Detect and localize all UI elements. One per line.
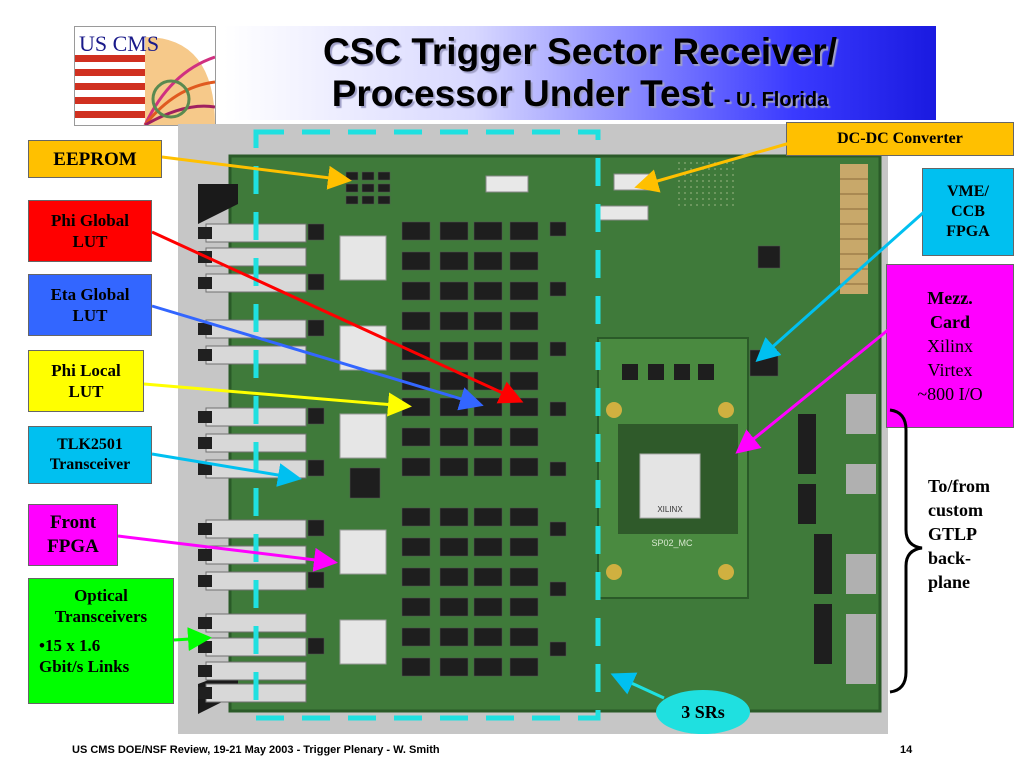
callout-srs-text: 3 SRs [681,701,725,722]
arrow-eta-global [151,304,484,411]
callout-vme-line2: CCB [951,203,985,220]
slide-title-line-1: CSC Trigger Sector Receiver/ [322,31,838,72]
callout-mezz-card: Mezz. Card Xilinx Virtex ~800 I/O [886,264,1014,428]
slide-title-main: Processor Under Test [331,73,714,114]
footer-text: US CMS DOE/NSF Review, 19-21 May 2003 - … [72,744,440,756]
board-photo: XILINX SP02_MC [178,124,888,734]
callout-3-srs: 3 SRs [656,690,750,734]
callout-phi-local-line2: LUT [68,382,104,401]
callout-mezz-line2: Card [930,312,970,332]
gtlp-brace [889,408,923,694]
title-banner: CSC Trigger Sector Receiver/ Processor U… [224,26,936,120]
gtlp-line5: plane [928,572,971,592]
arrow-front-fpga [117,534,338,572]
us-cms-logo-graphic: US CMS [75,27,215,125]
callout-tlk-line2: Transceiver [49,456,131,473]
callout-eta-global-lut: Eta Global LUT [28,274,152,336]
slide-title-suffix: - U. Florida [723,89,829,111]
callout-dcdc-text: DC-DC Converter [837,130,963,147]
callout-links-line2: Gbit/s Links [39,657,130,676]
callout-vme-ccb-fpga: VME/ CCB FPGA [922,168,1014,256]
callout-front-line1: Front [49,512,97,533]
gtlp-line4: back- [928,548,972,568]
us-cms-logo: US CMS [74,26,216,126]
arrow-eeprom [161,155,352,190]
arrow-phi-local [143,382,412,417]
gtlp-backplane-label: To/from custom GTLP back- plane [928,474,1024,594]
callout-eeprom: EEPROM [28,140,162,178]
callout-mezz-line1: Mezz. [927,288,973,308]
callout-front-fpga: Front FPGA [28,504,118,566]
callout-tlk-line1: TLK2501 [57,436,123,453]
board-photo-graphic: XILINX SP02_MC [178,124,888,734]
gtlp-line1: To/from [928,476,991,496]
arrow-phi-global [151,230,524,404]
callout-front-line2: FPGA [47,536,99,557]
callout-eta-global-line2: LUT [72,306,108,325]
arrow-dcdc [634,141,791,193]
gtlp-line3: GTLP [928,524,978,544]
gtlp-line2: custom [928,500,983,520]
slide-title-line-2: Processor Under Test - U. Florida [224,74,936,120]
callout-optical-line2: Transceivers [54,607,148,626]
callout-phi-global-line1: Phi Global [51,211,129,230]
mezz-card-label: SP02_MC [651,538,693,548]
arrow-vme [755,210,925,362]
arrow-mezz [735,328,889,454]
callout-optical-line1: Optical [74,586,128,605]
callout-mezz-line3: Xilinx [926,336,973,356]
callout-phi-local-line1: Phi Local [51,361,121,380]
callout-phi-global-lut: Phi Global LUT [28,200,152,262]
arrow-optical [173,627,212,652]
callout-eta-global-line1: Eta Global [50,285,130,304]
callout-vme-line3: FPGA [946,223,990,240]
callout-phi-local-lut: Phi Local LUT [28,350,144,412]
svg-text:US CMS: US CMS [79,31,159,56]
chip-brand-text: XILINX [657,505,683,514]
callout-optical-transceivers: Optical Transceivers •15 x 1.6 Gbit/s Li… [28,578,174,704]
arrow-tlk [151,452,302,487]
callout-eeprom-text: EEPROM [53,148,137,170]
callout-dc-dc-converter: DC-DC Converter [786,122,1014,156]
callout-links-line1: •15 x 1.6 [39,636,101,655]
callout-mezz-line4: Virtex [927,360,973,380]
page-number: 14 [900,744,913,756]
callout-mezz-line5: ~800 I/O [917,384,983,404]
callout-phi-global-line2: LUT [72,232,108,251]
callout-tlk2501: TLK2501 Transceiver [28,426,152,484]
arrow-srs [610,672,665,700]
callout-vme-line1: VME/ [947,183,989,200]
